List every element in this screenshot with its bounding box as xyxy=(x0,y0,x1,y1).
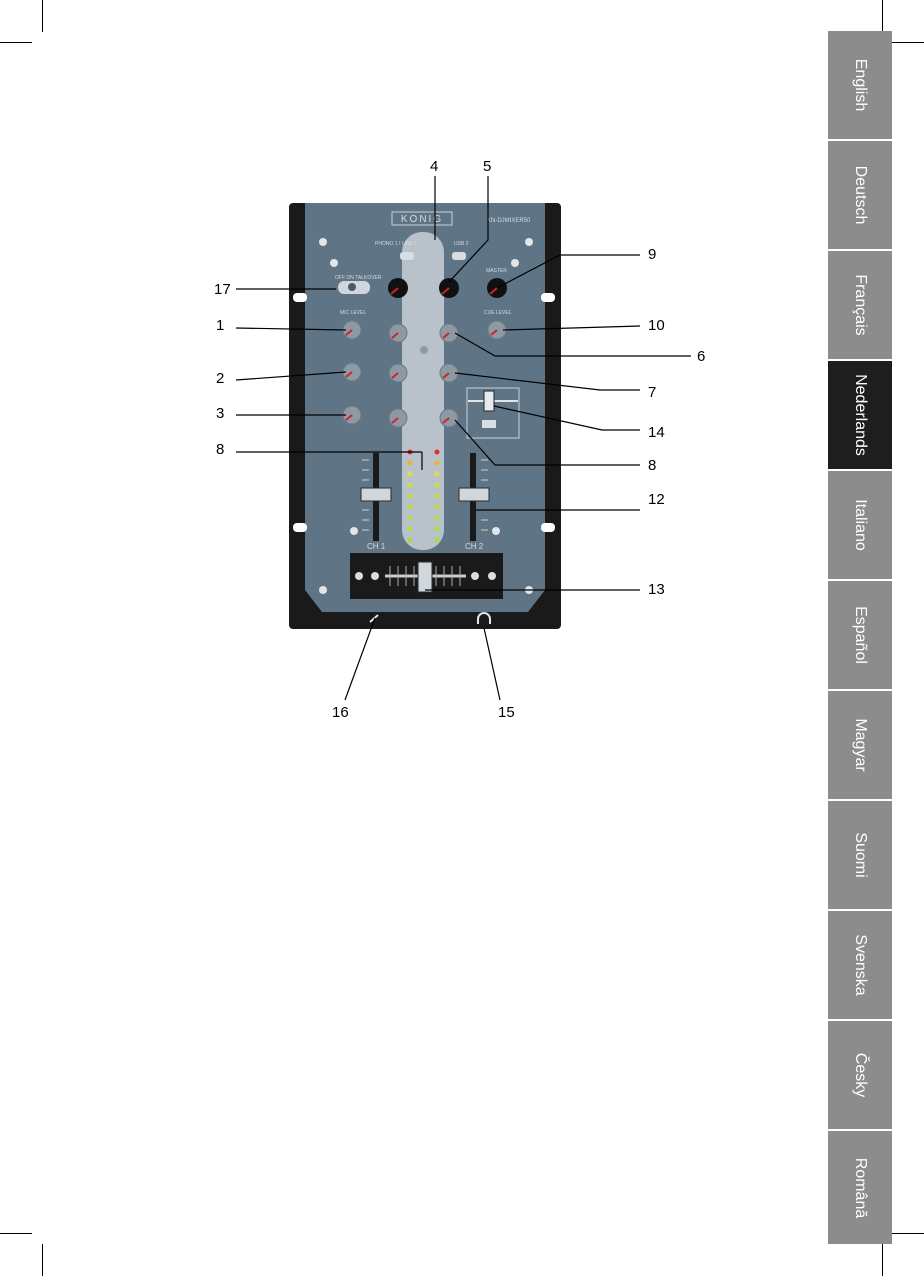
input-switch-1[interactable] xyxy=(400,252,414,260)
crossfader-knob[interactable] xyxy=(418,562,432,592)
ch2-label: CH 2 xyxy=(465,542,484,551)
rack-hole xyxy=(541,293,555,302)
input-switch-1-label: PHONO 1 / LINE 1 xyxy=(375,241,417,247)
callout-9: 9 xyxy=(648,246,656,263)
callout-2: 2 xyxy=(216,370,224,387)
rack-hole xyxy=(293,523,307,532)
center-column xyxy=(402,232,444,550)
talkover-switch-knob xyxy=(348,283,356,291)
callout-15: 15 xyxy=(498,704,515,721)
callout-1: 1 xyxy=(216,317,224,334)
callout-4: 4 xyxy=(430,158,438,175)
ch2-fader-knob[interactable] xyxy=(459,488,489,501)
master-label: MASTER xyxy=(486,268,507,274)
ch1-fader-knob[interactable] xyxy=(361,488,391,501)
callout-8-right: 8 xyxy=(648,457,656,474)
callout-14: 14 xyxy=(648,424,665,441)
callout-10: 10 xyxy=(648,317,665,334)
callout-13: 13 xyxy=(648,581,665,598)
model-label: KN-DJMIXER50 xyxy=(487,218,531,224)
mic-level-label: MIC LEVEL xyxy=(340,310,366,316)
ch1-label: CH 1 xyxy=(367,542,386,551)
cue-mix-switch[interactable] xyxy=(484,391,494,411)
callout-3: 3 xyxy=(216,405,224,422)
rack-hole xyxy=(293,293,307,302)
split-mix-switch[interactable] xyxy=(482,420,496,428)
rack-hole xyxy=(541,523,555,532)
talkover-label: OFF ON TALKOVER xyxy=(335,275,382,281)
callout-8-left: 8 xyxy=(216,441,224,458)
callout-16: 16 xyxy=(332,704,349,721)
brand-logo: KONIG xyxy=(401,214,443,225)
input-switch-2-label: USB 2 xyxy=(454,241,469,247)
callout-6: 6 xyxy=(697,348,705,365)
input-switch-2[interactable] xyxy=(452,252,466,260)
cue-level-label: CUE LEVEL xyxy=(484,310,512,316)
callout-7: 7 xyxy=(648,384,656,401)
callout-12: 12 xyxy=(648,491,665,508)
callout-17: 17 xyxy=(214,281,231,298)
callout-5: 5 xyxy=(483,158,491,175)
